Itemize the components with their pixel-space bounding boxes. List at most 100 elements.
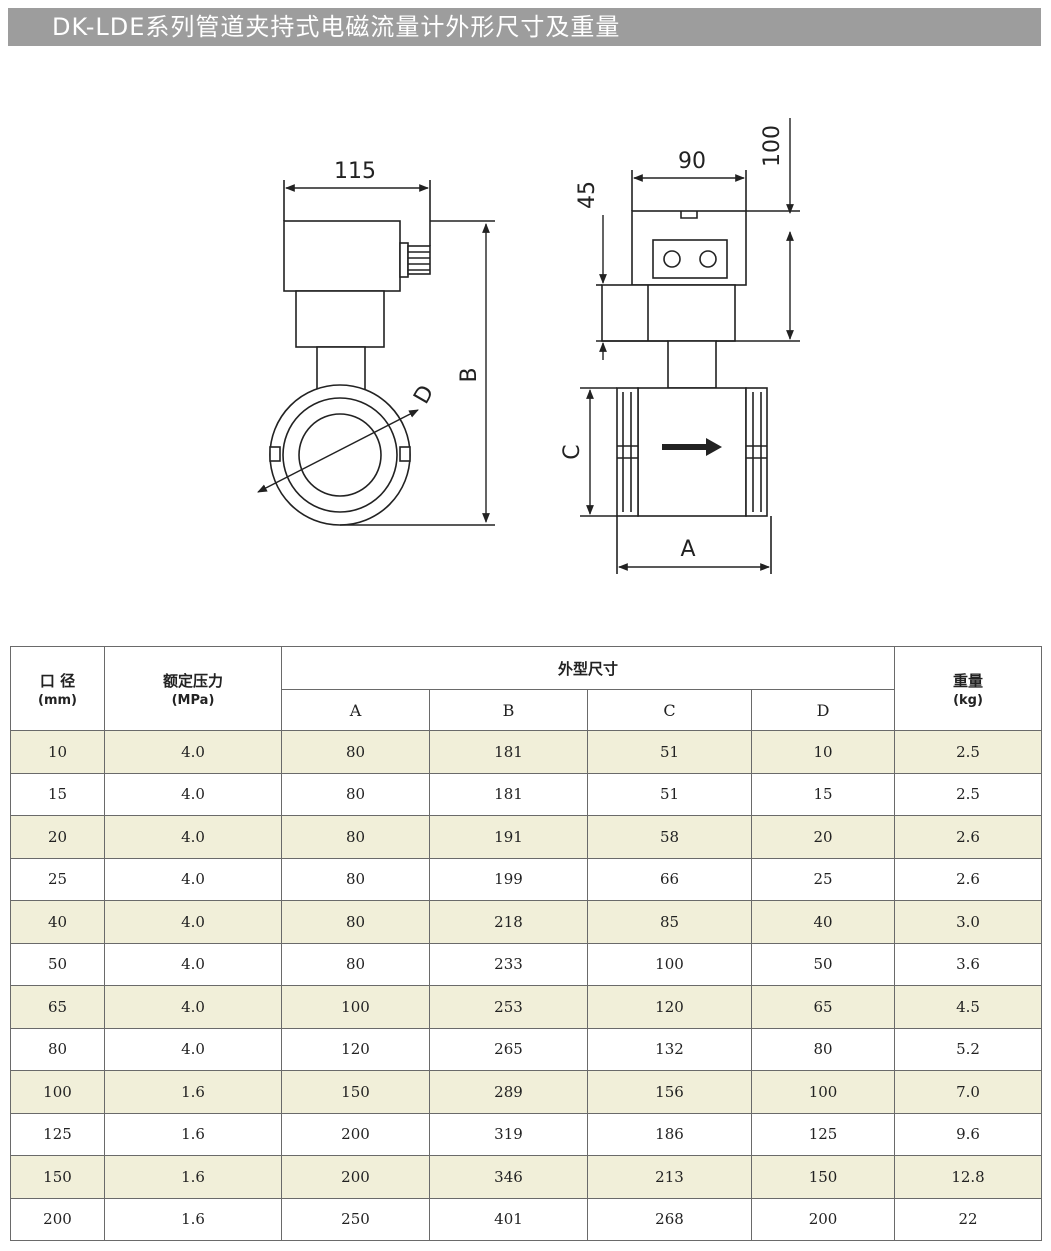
cell-dim-c: 100 <box>587 942 752 986</box>
cell-dim-a: 150 <box>281 1070 430 1114</box>
cell-dim-c: 58 <box>587 815 752 859</box>
cell-dim-b: 181 <box>429 730 588 774</box>
cell-caliber: 80 <box>10 1027 105 1071</box>
side-view <box>580 170 800 574</box>
cell-dim-d: 200 <box>750 1197 896 1241</box>
header-dim-d: D <box>750 689 896 731</box>
cell-dim-a: 200 <box>281 1112 430 1156</box>
cell-dim-c: 51 <box>587 772 752 816</box>
cell-pressure: 4.0 <box>104 857 282 901</box>
cell-dim-a: 250 <box>281 1197 430 1241</box>
cell-caliber: 150 <box>10 1155 105 1199</box>
cell-weight: 2.5 <box>894 730 1043 774</box>
cell-dim-b: 233 <box>429 942 588 986</box>
cell-dim-b: 199 <box>429 857 588 901</box>
dim-c-label: C <box>560 444 585 459</box>
cell-dim-a: 120 <box>281 1027 430 1071</box>
cell-dim-a: 100 <box>281 985 430 1029</box>
cell-weight: 22 <box>894 1197 1043 1241</box>
header-dim-c: C <box>587 689 752 731</box>
cell-dim-c: 132 <box>587 1027 752 1071</box>
cell-caliber: 20 <box>10 815 105 859</box>
cell-weight: 5.2 <box>894 1027 1043 1071</box>
dim-100-label: 100 <box>760 125 785 167</box>
cell-dim-d: 65 <box>750 985 896 1029</box>
title-bar: DK-LDE系列管道夹持式电磁流量计外形尺寸及重量 <box>8 8 1041 46</box>
cell-dim-b: 401 <box>429 1197 588 1241</box>
header-pressure: 额定压力 (MPa) <box>104 646 282 731</box>
cell-pressure: 1.6 <box>104 1070 282 1114</box>
cell-weight: 2.6 <box>894 815 1043 859</box>
cell-dim-c: 66 <box>587 857 752 901</box>
cell-caliber: 125 <box>10 1112 105 1156</box>
dim-115-label: 115 <box>334 159 376 184</box>
cell-dim-c: 51 <box>587 730 752 774</box>
cell-caliber: 65 <box>10 985 105 1029</box>
dimension-drawing: 115 B D <box>257 118 800 574</box>
cell-dim-d: 150 <box>750 1155 896 1199</box>
cell-dim-d: 10 <box>750 730 896 774</box>
cell-dim-b: 218 <box>429 900 588 944</box>
cell-pressure: 1.6 <box>104 1197 282 1241</box>
cell-caliber: 100 <box>10 1070 105 1114</box>
cell-dim-a: 80 <box>281 815 430 859</box>
spec-table: 口 径 (mm) 额定压力 (MPa) 外型尺寸 重量 (kg) A B C D… <box>10 646 1043 1241</box>
front-view <box>269 180 495 526</box>
cell-weight: 2.6 <box>894 857 1043 901</box>
cell-dim-b: 346 <box>429 1155 588 1199</box>
cell-pressure: 1.6 <box>104 1112 282 1156</box>
dim-a-label: A <box>680 537 695 562</box>
dim-90-label: 90 <box>678 149 706 174</box>
header-dim-a: A <box>281 689 430 731</box>
cell-dim-b: 289 <box>429 1070 588 1114</box>
cell-pressure: 4.0 <box>104 730 282 774</box>
cell-caliber: 10 <box>10 730 105 774</box>
cell-pressure: 4.0 <box>104 772 282 816</box>
cell-dim-c: 156 <box>587 1070 752 1114</box>
header-caliber: 口 径 (mm) <box>10 646 105 731</box>
cell-caliber: 40 <box>10 900 105 944</box>
cell-weight: 4.5 <box>894 985 1043 1029</box>
cell-weight: 12.8 <box>894 1155 1043 1199</box>
cell-caliber: 200 <box>10 1197 105 1241</box>
header-weight: 重量 (kg) <box>894 646 1043 731</box>
cell-dim-c: 186 <box>587 1112 752 1156</box>
cell-dim-a: 80 <box>281 730 430 774</box>
cell-dim-a: 200 <box>281 1155 430 1199</box>
cell-dim-d: 100 <box>750 1070 896 1114</box>
dim-b-label: B <box>457 367 482 382</box>
cell-weight: 7.0 <box>894 1070 1043 1114</box>
cell-caliber: 15 <box>10 772 105 816</box>
dim-d-label: D <box>409 381 439 408</box>
cell-caliber: 50 <box>10 942 105 986</box>
cell-pressure: 4.0 <box>104 985 282 1029</box>
page-title: DK-LDE系列管道夹持式电磁流量计外形尺寸及重量 <box>52 13 621 41</box>
cell-dim-a: 80 <box>281 900 430 944</box>
cell-dim-c: 85 <box>587 900 752 944</box>
cell-dim-d: 80 <box>750 1027 896 1071</box>
cell-dim-b: 253 <box>429 985 588 1029</box>
dim-45-label: 45 <box>575 181 600 209</box>
cell-dim-d: 125 <box>750 1112 896 1156</box>
cell-dim-c: 120 <box>587 985 752 1029</box>
cell-weight: 3.0 <box>894 900 1043 944</box>
cell-weight: 2.5 <box>894 772 1043 816</box>
cell-dim-a: 80 <box>281 772 430 816</box>
cell-pressure: 4.0 <box>104 942 282 986</box>
cell-pressure: 4.0 <box>104 815 282 859</box>
cell-dim-d: 50 <box>750 942 896 986</box>
cell-pressure: 4.0 <box>104 1027 282 1071</box>
header-dimensions: 外型尺寸 <box>280 646 896 690</box>
cell-dim-d: 20 <box>750 815 896 859</box>
